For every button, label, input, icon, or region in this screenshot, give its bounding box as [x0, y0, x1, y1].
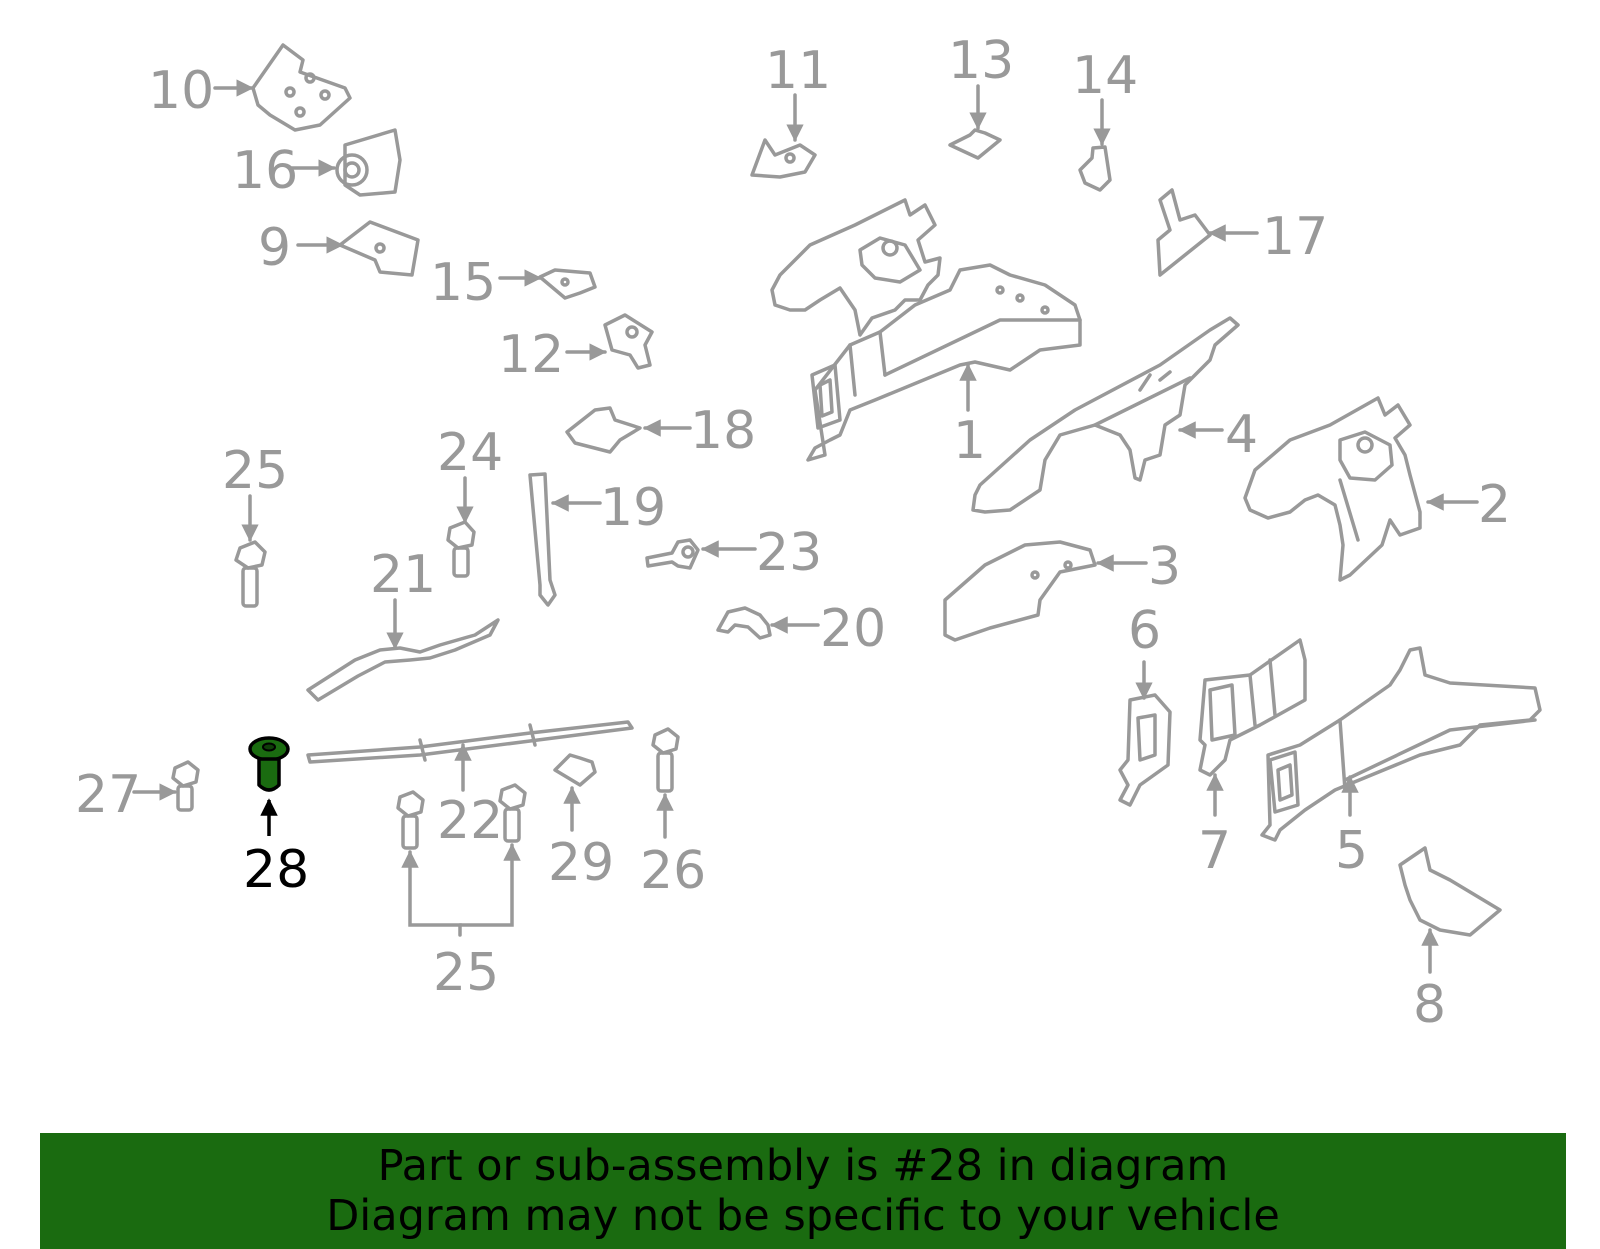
- part-4-wheelhouse-rail[interactable]: [971, 316, 1240, 514]
- label-5: 5: [1335, 821, 1368, 881]
- label-3: 3: [1148, 537, 1181, 597]
- label-7: 7: [1198, 821, 1231, 881]
- part-3-wheel-arch[interactable]: [943, 540, 1097, 642]
- part-21-brace[interactable]: [306, 618, 500, 702]
- info-banner: Part or sub-assembly is #28 in diagram D…: [40, 1133, 1566, 1249]
- part-27-bolt[interactable]: [171, 760, 200, 812]
- part-8-bracket[interactable]: [1398, 846, 1502, 937]
- part-23-grommet[interactable]: [645, 538, 700, 570]
- part-15-clip[interactable]: [538, 268, 597, 300]
- label-13: 13: [948, 31, 1014, 91]
- label-9: 9: [258, 218, 291, 278]
- part-7-bracket[interactable]: [1198, 638, 1307, 777]
- part-14-bracket[interactable]: [1078, 145, 1112, 192]
- label-15: 15: [430, 253, 496, 313]
- part-number-labels: 10 16 9 15 12 18 11 13 14 17 1 4 2 3 6 7…: [75, 31, 1511, 1035]
- label-8: 8: [1413, 975, 1446, 1035]
- label-18: 18: [690, 401, 756, 461]
- label-26: 26: [640, 841, 706, 901]
- part-24-bolt[interactable]: [446, 520, 476, 578]
- label-28-highlighted: 28: [243, 840, 309, 900]
- part-25-bolt-left[interactable]: [396, 790, 425, 850]
- part-11-bracket[interactable]: [750, 138, 817, 179]
- part-26-bolt[interactable]: [651, 727, 680, 793]
- label-12: 12: [498, 325, 564, 385]
- label-23: 23: [756, 523, 822, 583]
- part-28-highlighted-fastener[interactable]: [248, 736, 290, 792]
- part-13-plate[interactable]: [948, 128, 1002, 160]
- leader-lines: [132, 79, 1479, 974]
- label-25-bottom: 25: [433, 943, 499, 1003]
- label-27: 27: [75, 765, 141, 825]
- label-10: 10: [148, 61, 214, 121]
- part-6-bracket[interactable]: [1118, 693, 1172, 807]
- banner-line-2: Diagram may not be specific to your vehi…: [326, 1191, 1280, 1241]
- label-1: 1: [953, 411, 986, 471]
- part-10-bracket[interactable]: [251, 43, 352, 132]
- label-21: 21: [370, 545, 436, 605]
- part-18-bracket[interactable]: [565, 406, 642, 454]
- label-14: 14: [1072, 46, 1138, 106]
- label-22: 22: [437, 791, 503, 851]
- label-6: 6: [1128, 601, 1161, 661]
- label-19: 19: [600, 478, 666, 538]
- part-5-rail-section[interactable]: [1260, 646, 1542, 842]
- label-11: 11: [765, 41, 831, 101]
- banner-line-1: Part or sub-assembly is #28 in diagram: [377, 1141, 1229, 1191]
- label-20: 20: [820, 599, 886, 659]
- part-16-mount[interactable]: [335, 128, 402, 197]
- part-12-bracket[interactable]: [603, 313, 654, 370]
- label-24: 24: [437, 423, 503, 483]
- part-9-bracket[interactable]: [338, 220, 420, 277]
- part-17-bracket[interactable]: [1156, 188, 1212, 277]
- label-17: 17: [1262, 207, 1328, 267]
- part-19-rod[interactable]: [528, 472, 557, 607]
- label-2: 2: [1478, 475, 1511, 535]
- part-25-bolt[interactable]: [234, 540, 267, 608]
- part-25-bolt-right[interactable]: [498, 783, 527, 843]
- label-29: 29: [548, 833, 614, 893]
- part-1-front-rail[interactable]: [770, 198, 1082, 462]
- part-2-apron[interactable]: [1243, 396, 1422, 582]
- part-20-bracket[interactable]: [716, 606, 772, 640]
- label-16: 16: [232, 141, 298, 201]
- label-4: 4: [1225, 405, 1258, 465]
- part-22-brace[interactable]: [306, 720, 634, 764]
- label-25-top: 25: [222, 441, 288, 501]
- part-29-clip[interactable]: [553, 753, 597, 787]
